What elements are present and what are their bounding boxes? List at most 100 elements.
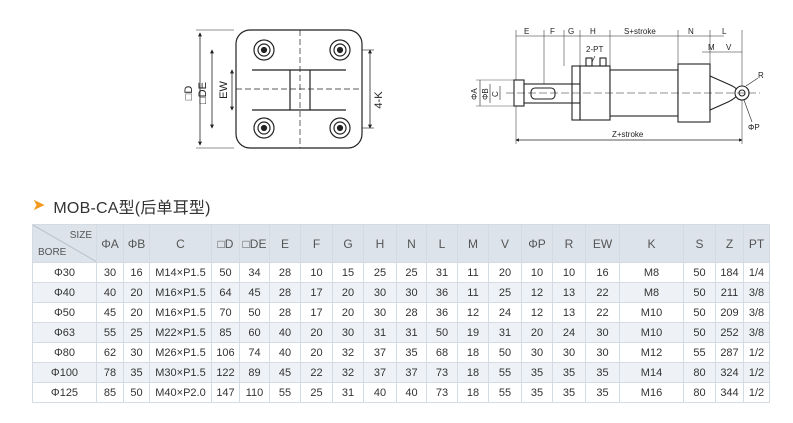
table-cell: 1/2 bbox=[743, 342, 770, 363]
column-header: □D bbox=[211, 224, 240, 263]
table-cell: 22 bbox=[585, 302, 620, 323]
table-cell: 25 bbox=[123, 322, 150, 343]
table-cell: 34 bbox=[239, 262, 270, 283]
table-cell: 20 bbox=[488, 262, 522, 283]
table-cell: 20 bbox=[521, 322, 553, 343]
table-cell: M16×P1.5 bbox=[149, 282, 212, 303]
column-header: E bbox=[269, 224, 301, 263]
table-cell: 28 bbox=[269, 302, 301, 323]
dim-label-v: V bbox=[726, 43, 732, 52]
table-cell: 40 bbox=[396, 382, 427, 403]
column-header: H bbox=[363, 224, 397, 263]
table-cell: 19 bbox=[457, 322, 489, 343]
table-cell: 10 bbox=[300, 262, 333, 283]
table-cell: 12 bbox=[521, 282, 553, 303]
column-header: F bbox=[300, 224, 333, 263]
table-cell: 37 bbox=[396, 362, 427, 383]
table-cell: 20 bbox=[123, 302, 150, 323]
table-cell: 25 bbox=[300, 382, 333, 403]
table-cell: 31 bbox=[426, 262, 458, 283]
table-cell: 37 bbox=[363, 362, 397, 383]
table-cell: 18 bbox=[457, 382, 489, 403]
table-cell: 110 bbox=[239, 382, 270, 403]
dim-label-s-stroke: S+stroke bbox=[624, 27, 656, 36]
table-cell: 40 bbox=[269, 322, 301, 343]
diagonal-divider bbox=[33, 225, 96, 262]
table-cell: 30 bbox=[123, 342, 150, 363]
table-cell: 89 bbox=[239, 362, 270, 383]
bore-cell: Φ125 bbox=[32, 382, 97, 403]
table-cell: 3/8 bbox=[743, 282, 770, 303]
column-header: C bbox=[149, 224, 212, 263]
table-cell: 147 bbox=[211, 382, 240, 403]
table-cell: 30 bbox=[585, 342, 620, 363]
technical-drawings: □D □DE EW 4-K bbox=[183, 27, 764, 149]
table-cell: 211 bbox=[715, 282, 744, 303]
table-cell: 35 bbox=[552, 382, 586, 403]
table-cell: 32 bbox=[332, 362, 364, 383]
table-cell: 106 bbox=[211, 342, 240, 363]
column-header: V bbox=[488, 224, 522, 263]
dim-label-m: M bbox=[708, 43, 715, 52]
dim-label-k: 4-K bbox=[373, 91, 385, 109]
table-cell: 30 bbox=[396, 282, 427, 303]
table-cell: M8 bbox=[619, 262, 684, 283]
table-cell: 1/2 bbox=[743, 382, 770, 403]
table-cell: 85 bbox=[96, 382, 124, 403]
table-cell: 11 bbox=[457, 282, 489, 303]
table-cell: 50 bbox=[211, 262, 240, 283]
table-cell: 3/8 bbox=[743, 322, 770, 343]
table-cell: 10 bbox=[521, 262, 553, 283]
table-cell: 74 bbox=[239, 342, 270, 363]
bore-cell: Φ30 bbox=[32, 262, 97, 283]
dim-label-de: □DE bbox=[197, 82, 209, 104]
table-cell: 35 bbox=[123, 362, 150, 383]
table-cell: 31 bbox=[488, 322, 522, 343]
table-cell: 50 bbox=[683, 262, 716, 283]
table-cell: 28 bbox=[269, 282, 301, 303]
bore-cell: Φ100 bbox=[32, 362, 97, 383]
section-title-row: ➤ MOB-CA型(后单耳型) bbox=[32, 195, 211, 218]
table-cell: 40 bbox=[363, 382, 397, 403]
table-cell: 24 bbox=[488, 302, 522, 323]
bolt-icon bbox=[329, 117, 351, 139]
table-cell: 13 bbox=[552, 282, 586, 303]
table-cell: 36 bbox=[426, 302, 458, 323]
table-cell: 30 bbox=[585, 322, 620, 343]
table-cell: 24 bbox=[552, 322, 586, 343]
table-cell: 62 bbox=[96, 342, 124, 363]
table-cell: 20 bbox=[332, 282, 364, 303]
dim-label-n: N bbox=[688, 27, 694, 36]
dim-label-b: ΦB bbox=[481, 88, 490, 100]
table-cell: M26×P1.5 bbox=[149, 342, 212, 363]
table-cell: 78 bbox=[96, 362, 124, 383]
bore-cell: Φ40 bbox=[32, 282, 97, 303]
table-cell: 25 bbox=[396, 262, 427, 283]
dim-label-z-stroke: Z+stroke bbox=[612, 130, 644, 139]
table-cell: M40×P2.0 bbox=[149, 382, 212, 403]
dim-label-c: C bbox=[491, 91, 500, 97]
table-cell: 28 bbox=[269, 262, 301, 283]
bore-cell: Φ80 bbox=[32, 342, 97, 363]
column-header: L bbox=[426, 224, 458, 263]
table-cell: 70 bbox=[211, 302, 240, 323]
table-cell: 28 bbox=[396, 302, 427, 323]
table-cell: 50 bbox=[488, 342, 522, 363]
column-header: N bbox=[396, 224, 427, 263]
orange-arrow-icon: ➤ bbox=[32, 197, 46, 214]
table-cell: M16×P1.5 bbox=[149, 302, 212, 323]
table-cell: 20 bbox=[300, 322, 333, 343]
table-cell: M22×P1.5 bbox=[149, 322, 212, 343]
table-cell: 55 bbox=[96, 322, 124, 343]
table-cell: 12 bbox=[457, 302, 489, 323]
table-cell: M16 bbox=[619, 382, 684, 403]
table-cell: 50 bbox=[426, 322, 458, 343]
table-cell: 45 bbox=[239, 282, 270, 303]
side-view-drawing bbox=[476, 30, 760, 144]
table-cell: M30×P1.5 bbox=[149, 362, 212, 383]
table-cell: 1/2 bbox=[743, 362, 770, 383]
table-cell: M10 bbox=[619, 302, 684, 323]
table-cell: 10 bbox=[552, 262, 586, 283]
